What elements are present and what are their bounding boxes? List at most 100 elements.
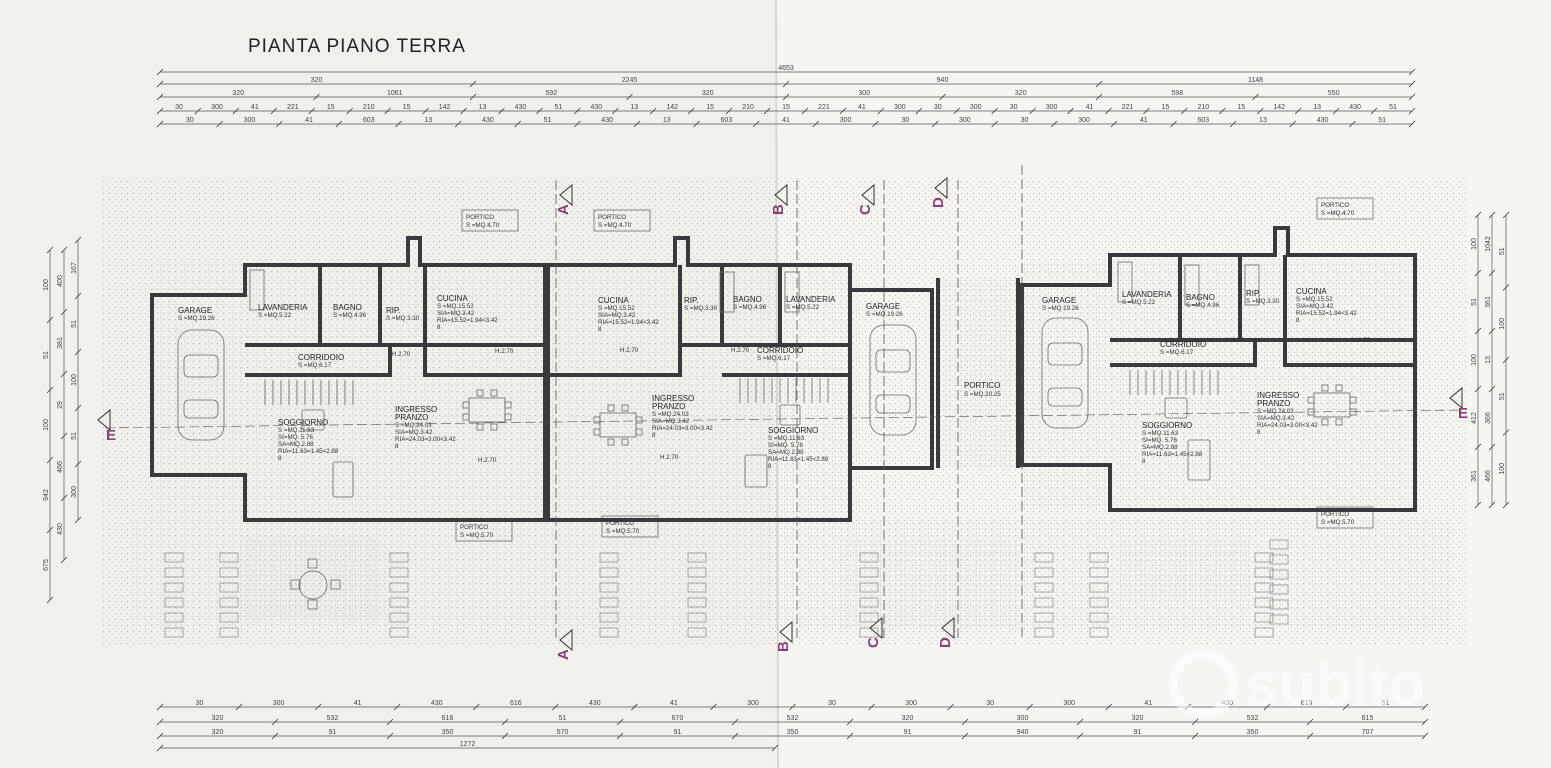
top-dim-row4-tick [156, 107, 164, 115]
top-dim-row5-tick [812, 120, 820, 128]
paving-pad [389, 567, 409, 578]
bottom-dim-row2-tick [501, 718, 509, 726]
top-dim-row5-label: 300 [1078, 117, 1090, 124]
bottom-dim-row3-tick [616, 732, 624, 740]
paving-pad [687, 597, 707, 608]
dining-table-unit-3-chair [1321, 384, 1329, 392]
dining-table-unit-1-chair [490, 423, 498, 431]
paving-pad [859, 612, 879, 623]
section-c-bottom: C [865, 616, 883, 648]
unit-1-portico-top-name: PORTICO [466, 214, 494, 221]
unit-3-portico-bottom-name: PORTICO [1321, 511, 1349, 518]
bottom-dim-row3-tick [1306, 732, 1314, 740]
dining-table-unit-3-chair [1349, 396, 1357, 404]
bottom-dim-row2-tick [1191, 718, 1199, 726]
bottom-dim-row1-label: 300 [1063, 700, 1075, 707]
section-b-bottom-letter: B [775, 641, 792, 652]
section-b-bottom: B [775, 620, 793, 652]
top-dim-row4-tick [687, 107, 695, 115]
dining-table-unit-2-chair [621, 438, 629, 446]
section-d-bottom: D [937, 616, 955, 648]
unit-2-rip-name: RIP. [684, 296, 699, 305]
bottom-dim-row3-label: 320 [212, 729, 224, 736]
paving-pad [1034, 567, 1054, 578]
unit-2-cucina-height: H.2.70 [620, 347, 639, 354]
unit-3-lavanderia-area: S =MQ.5.22 [1122, 299, 1156, 306]
top-dim-row5-label: 30 [901, 117, 909, 124]
unit-2-garage-name: GARAGE [866, 302, 900, 311]
top-dim-row4-tick [1370, 107, 1378, 115]
section-b-top: B [770, 183, 788, 215]
top-dim-row3-label: 320 [232, 90, 244, 97]
top-dim-row4-tick [611, 107, 619, 115]
central-portico-name: PORTICO [964, 381, 1000, 390]
top-dim-row3-tick [626, 93, 633, 101]
unit-3-cucina-line: S =MQ.15.52 [1296, 296, 1333, 303]
paving-pad [1089, 627, 1109, 638]
unit-2-portico-bottom-name: PORTICO [606, 520, 634, 527]
top-dim-row5-label: 41 [782, 117, 790, 124]
unit-3-portico-top-area: S =MQ.4.70 [1321, 210, 1355, 217]
unit-1-cucina-height: H.2.70 [495, 348, 514, 355]
left-dim-col2-tick [60, 494, 68, 502]
top-dim-row4-tick [801, 107, 809, 115]
right-dim-col1-tick [1474, 211, 1482, 219]
section-e-right-arrow-icon [1449, 386, 1463, 410]
top-dim-row3-tick [469, 93, 477, 101]
watermark: subito [1168, 649, 1425, 719]
bottom-dim-row2-tick [1076, 718, 1084, 726]
paving-pad [164, 597, 184, 608]
unit-2-room-walls [548, 265, 850, 377]
top-dim-row2-tick [782, 80, 790, 88]
top-dim-row1-tick [1408, 68, 1416, 76]
paving-pad [389, 582, 409, 593]
bottom-dim-row2-tick [1421, 718, 1429, 726]
section-b-top-letter: B [770, 204, 787, 215]
top-dim-row4-label: 15 [403, 104, 411, 111]
top-dim-row4-label: 142 [666, 104, 678, 111]
unit-1-portico-bottom-name: PORTICO [460, 524, 488, 531]
left-dim-col3-tick [74, 516, 82, 524]
unit-3-ingresso-line: 8 [1257, 429, 1261, 436]
paving-pad [1254, 552, 1274, 563]
unit-1-garage-name: GARAGE [178, 306, 212, 315]
top-dim-row4-tick [1408, 107, 1416, 115]
unit-3-outer-wall [1020, 226, 1417, 512]
top-dim-row4-label: 15 [327, 104, 335, 111]
bottom-dim-row1-tick [868, 703, 875, 711]
bottom-dim-row1-label: 616 [510, 700, 522, 707]
dining-table-unit-2-chair [607, 404, 615, 412]
dining-table-unit-1-chair [462, 413, 470, 421]
paving-pad [599, 552, 619, 563]
dining-table-unit-2-chair [635, 428, 643, 436]
left-dim-col2-tick [60, 246, 68, 254]
unit-2-ingresso-line: SIA=MQ.3.42 [652, 418, 690, 425]
right-dim-col1-label: 361 [1471, 470, 1478, 482]
armchair-unit-2 [779, 404, 801, 426]
bottom-dim-row3-tick [1191, 732, 1199, 740]
top-dim-row4-label: 41 [1086, 104, 1094, 111]
top-dim-row4-tick [649, 107, 657, 115]
car-unit-1-rear [183, 399, 219, 419]
dining-table-unit-1-chair [490, 389, 498, 397]
top-dim-row4-label: 300 [211, 104, 223, 111]
paving-pad [687, 612, 707, 623]
top-dim-row4-tick [991, 107, 998, 115]
top-dim-row5-label: 13 [1259, 117, 1267, 124]
left-dim-col2-label: 381 [57, 337, 64, 349]
sofa-unit-3 [1187, 439, 1211, 481]
sofa-unit-1 [332, 461, 354, 498]
garage-2-wall [850, 288, 934, 470]
unit-1-corridoio-name: CORRIDOIO [298, 353, 344, 362]
top-dim-row4-label: 15 [1237, 104, 1245, 111]
dining-table-unit-2-chair [621, 404, 629, 412]
right-dim-col2-label: 13 [1485, 356, 1492, 364]
unit-1-cucina-line: SIA=MQ.3.42 [437, 310, 475, 317]
dining-table-unit-1-chair [504, 401, 512, 409]
bottom-dim-row1-label: 30 [196, 700, 204, 707]
top-dim-row4-tick [915, 107, 923, 115]
top-dim-row5-tick [633, 120, 641, 128]
